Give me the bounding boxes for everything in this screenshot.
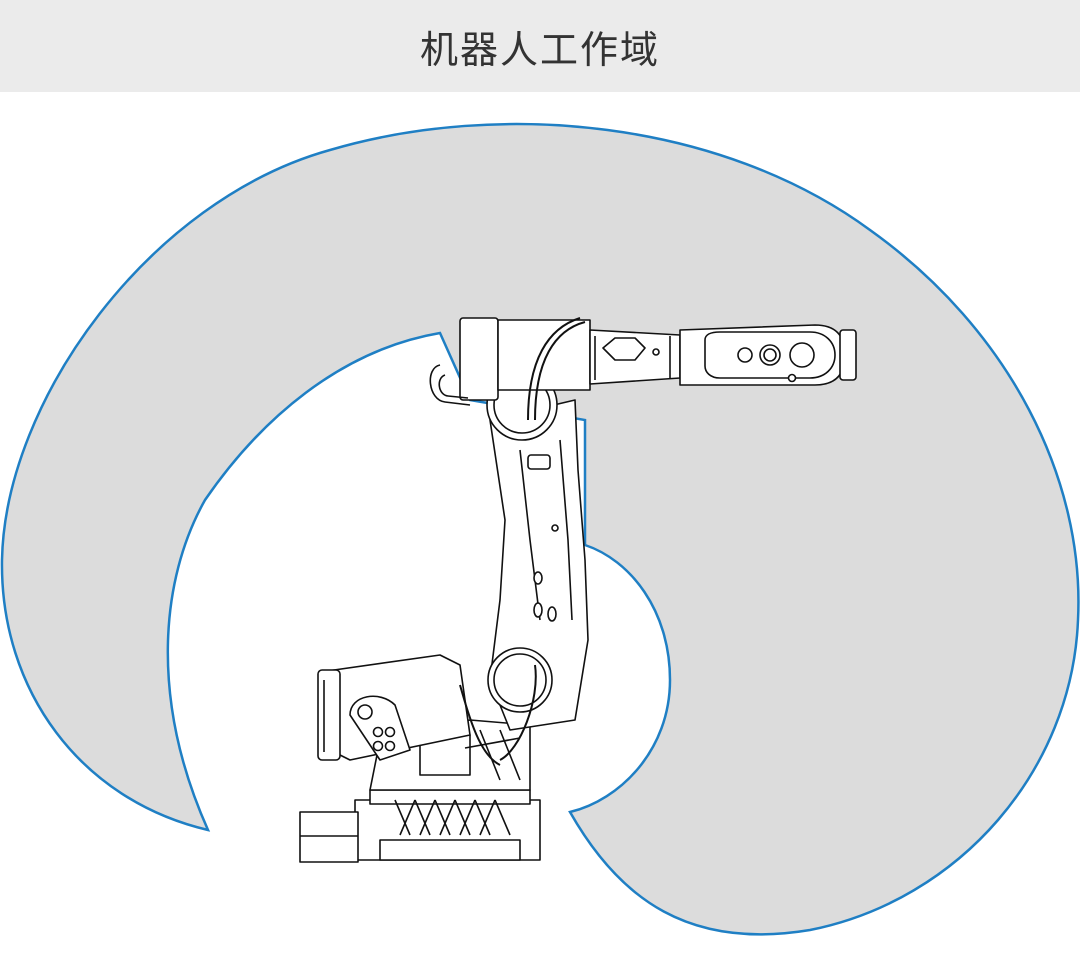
page-title: 机器人工作域 bbox=[419, 27, 660, 72]
robot-wrist bbox=[680, 325, 856, 385]
robot-arm-drawing bbox=[300, 318, 856, 862]
robot-cable-harness bbox=[460, 318, 585, 765]
header-bar: 机器人工作域 bbox=[0, 0, 1080, 92]
robot-upper-arm-housing bbox=[430, 318, 590, 405]
robot-lower-arm bbox=[488, 400, 588, 730]
robot-motor-housing bbox=[318, 655, 470, 760]
robot-base bbox=[300, 790, 540, 862]
robot-forearm bbox=[590, 330, 680, 384]
robot-workspace-diagram bbox=[0, 122, 1080, 936]
diagram-canvas bbox=[0, 92, 1080, 959]
